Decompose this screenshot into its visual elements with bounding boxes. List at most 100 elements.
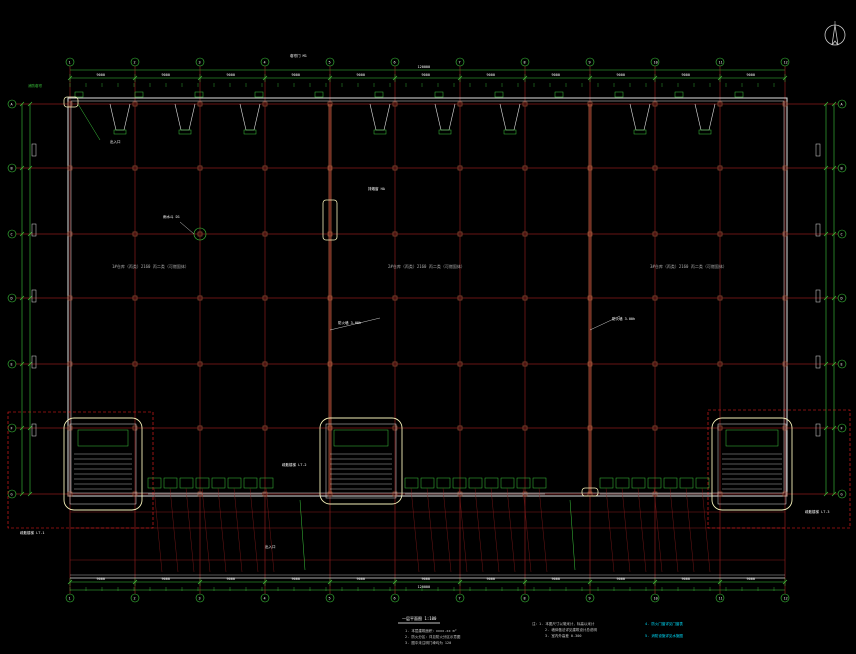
dim-label: 9000 — [552, 73, 560, 77]
axis-bubble-label: 12 — [784, 60, 788, 64]
axis-bubble-label: 11 — [719, 596, 723, 600]
axis-bubble — [585, 57, 595, 67]
dim-tick — [823, 101, 829, 107]
dim-label: 9000 — [162, 577, 170, 581]
dim-label: 9000 — [617, 73, 625, 77]
column — [652, 425, 658, 431]
dim-tick — [27, 491, 33, 497]
zone-label-2: 2#仓库（丙类）2160 丙二类（可燃固体） — [388, 263, 465, 269]
leader-line — [179, 221, 195, 235]
dock-line — [653, 487, 663, 573]
dim-tick — [27, 101, 33, 107]
window — [815, 355, 821, 369]
stair-core — [69, 423, 137, 505]
column — [262, 295, 268, 301]
roof-item — [674, 91, 684, 98]
dim-tick — [19, 425, 25, 431]
dock-unit — [615, 477, 630, 489]
column — [522, 101, 528, 107]
column — [197, 295, 203, 301]
dock-line — [169, 487, 179, 573]
roof-item — [134, 91, 144, 98]
column — [782, 425, 788, 431]
dock-unit — [695, 477, 710, 489]
dim-label: 9000 — [617, 577, 625, 581]
leader-line — [329, 317, 381, 331]
axis-bubble-label: D — [841, 296, 843, 300]
column — [327, 491, 333, 497]
north-arrow-icon — [824, 21, 846, 46]
window — [31, 355, 37, 369]
note-right-3: 3. 室内外高差 0.300 — [545, 633, 581, 638]
callout-7: 疏散楼梯 LT-3 — [805, 509, 830, 514]
column — [327, 231, 333, 237]
dim-tick — [823, 425, 829, 431]
dim-tick — [831, 101, 837, 107]
column — [197, 425, 203, 431]
axis-bubble-label: 5 — [329, 60, 331, 64]
dim-tick — [831, 165, 837, 171]
highlight-box — [322, 199, 338, 241]
axis-bubble-label: 1 — [69, 60, 71, 64]
axis-bubble — [650, 57, 660, 67]
dim-tick — [823, 165, 829, 171]
column — [392, 101, 398, 107]
axis-bubble-label: E — [841, 362, 843, 366]
axis-bubble-label: 4 — [264, 596, 266, 600]
axis-bubble — [390, 593, 400, 603]
column — [717, 295, 723, 301]
column — [327, 295, 333, 301]
dock-line — [410, 487, 420, 573]
axis-bubble — [520, 57, 530, 67]
column — [392, 425, 398, 431]
note-right-5: 5. 消防设施详见水施图 — [645, 633, 683, 638]
axis-bubble-label: D — [11, 296, 13, 300]
column — [262, 101, 268, 107]
axis-bubble — [715, 593, 725, 603]
dock-unit — [599, 477, 614, 489]
column — [67, 165, 73, 171]
dock-line — [153, 487, 163, 573]
column — [522, 231, 528, 237]
column — [67, 231, 73, 237]
axis-bubble-label: 3 — [199, 596, 201, 600]
dim-tick — [823, 491, 829, 497]
dock-unit — [468, 477, 483, 489]
dim-label: 9000 — [227, 577, 235, 581]
dim-label: 9000 — [292, 577, 300, 581]
axis-bubble-label: G — [841, 492, 843, 496]
dim-label-overall: 120000 — [418, 585, 431, 589]
column — [392, 295, 398, 301]
note-left-3: 3. 图中未注明门垛均为 120 — [405, 640, 451, 645]
axis-bubble-label: F — [841, 426, 843, 430]
axis-bubble-label: 4 — [264, 60, 266, 64]
column — [392, 165, 398, 171]
skylight-tag — [698, 129, 712, 135]
dim-label: 9000 — [422, 73, 430, 77]
dock-unit — [532, 477, 547, 489]
axis-bubble-label: 11 — [719, 60, 723, 64]
axis-bubble — [130, 593, 140, 603]
callout-11: 出入口 — [110, 139, 121, 144]
roof-item — [494, 91, 504, 98]
column — [392, 361, 398, 367]
column — [652, 101, 658, 107]
axis-bubble — [390, 57, 400, 67]
dock-line — [442, 487, 452, 573]
callout-10: 出入口 — [265, 544, 276, 549]
dock-line — [185, 487, 195, 573]
axis-bubble-label: C — [841, 232, 843, 236]
roof-item — [434, 91, 444, 98]
axis-bubble — [837, 293, 847, 303]
dim-tick — [19, 101, 25, 107]
dock-unit — [195, 477, 210, 489]
roof-item — [74, 91, 84, 98]
column — [67, 361, 73, 367]
dock-unit — [452, 477, 467, 489]
highlight-box — [63, 96, 79, 108]
axis-bubble-label: 7 — [459, 596, 461, 600]
axis-bubble — [260, 593, 270, 603]
dim-tick — [19, 231, 25, 237]
